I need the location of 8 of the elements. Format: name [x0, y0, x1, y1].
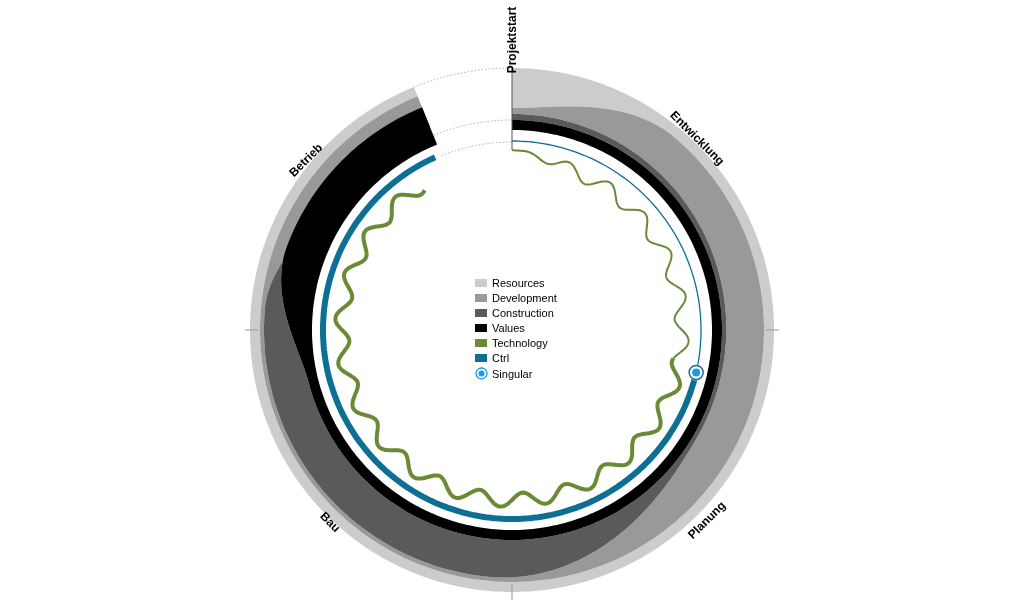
legend-label: Development [492, 292, 557, 304]
legend-label: Singular [492, 367, 533, 380]
legend-label: Values [492, 322, 525, 334]
legend-label: Construction [492, 307, 554, 319]
phase-label: Projektstart [504, 6, 519, 74]
legend-label: Ctrl [492, 352, 510, 364]
legend-label: Technology [492, 337, 548, 349]
legend-label: Resources [492, 277, 545, 289]
